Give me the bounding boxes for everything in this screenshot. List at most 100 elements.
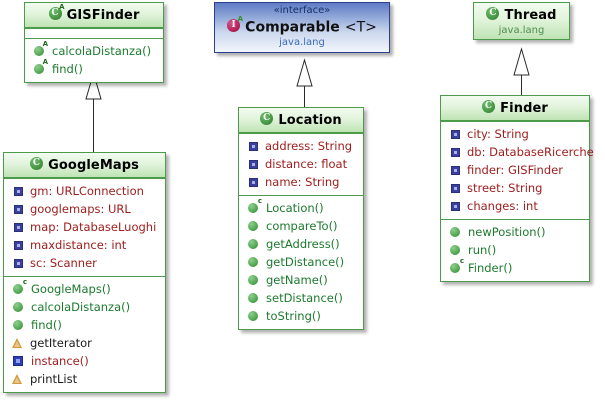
- generalization-arrow-icon: [296, 58, 313, 108]
- attributes-compartment-gisfinder: [25, 28, 163, 38]
- member-row[interactable]: db: DatabaseRicerche: [441, 143, 594, 161]
- class-icon: [482, 99, 496, 113]
- member-row[interactable]: find(): [4, 316, 165, 334]
- generalization-arrow-icon: [513, 47, 530, 97]
- class-name-location: Location: [278, 113, 342, 128]
- attributes-compartment-finder: city: String db: DatabaseRicerche finder…: [441, 121, 594, 219]
- method-icon: [248, 311, 258, 321]
- field-icon: [249, 159, 258, 169]
- attributes-compartment-googlemaps: gm: URLConnection googlemaps: URL map: D…: [4, 178, 165, 276]
- methods-compartment-gisfinder: A calcolaDistanza() A find(): [25, 38, 163, 82]
- class-name-thread: Thread: [504, 8, 557, 23]
- member-row[interactable]: gm: URLConnection: [4, 182, 165, 200]
- field-icon: [451, 147, 460, 157]
- interface-header-comparable: «interface» A Comparable <T> java.lang: [215, 3, 389, 52]
- methods-compartment-location: c Location() compareTo() getAddress() ge…: [239, 195, 363, 329]
- class-header-finder: Finder: [441, 96, 589, 121]
- field-icon: [14, 222, 23, 232]
- abstract-method-icon: A: [34, 59, 48, 74]
- method-icon: [450, 227, 460, 237]
- stereotype-label: «interface»: [273, 5, 331, 16]
- member-row[interactable]: googlemaps: URL: [4, 200, 165, 218]
- class-header-location: Location: [239, 108, 363, 133]
- field-icon: [249, 177, 258, 187]
- member-row[interactable]: finder: GISFinder: [441, 161, 589, 179]
- member-row[interactable]: getIterator: [4, 334, 165, 352]
- class-icon: [30, 156, 44, 170]
- member-row[interactable]: city: String: [441, 125, 589, 143]
- member-label: Finder(): [468, 260, 513, 275]
- methods-compartment-finder: newPosition() run() c Finder(): [441, 219, 589, 281]
- class-box-thread: Thread java.lang: [473, 2, 570, 40]
- member-row[interactable]: getDistance(): [239, 253, 363, 271]
- member-row[interactable]: maxdistance: int: [4, 236, 165, 254]
- member-label: getAddress(): [266, 236, 340, 251]
- package-label: java.lang: [498, 25, 545, 36]
- member-row[interactable]: street: String: [441, 179, 589, 197]
- field-icon: [14, 240, 23, 250]
- member-row[interactable]: c Location(): [239, 198, 363, 217]
- member-label: db: DatabaseRicerche: [467, 144, 594, 159]
- member-label: GoogleMaps(): [31, 281, 111, 296]
- member-row[interactable]: A find(): [25, 59, 163, 78]
- method-icon: [248, 257, 258, 267]
- member-row[interactable]: calcolaDistanza(): [4, 298, 165, 316]
- member-row[interactable]: c Finder(): [441, 258, 589, 277]
- member-label: instance(): [31, 353, 89, 368]
- member-row[interactable]: instance(): [4, 352, 165, 370]
- class-node-thread[interactable]: Thread java.lang: [473, 2, 570, 40]
- member-label: finder: GISFinder: [467, 162, 563, 177]
- member-label: getName(): [266, 272, 328, 287]
- class-node-finder[interactable]: Finder city: String db: DatabaseRicerche…: [440, 95, 594, 282]
- member-label: sc: Scanner: [30, 255, 97, 270]
- member-row[interactable]: newPosition(): [441, 223, 589, 241]
- member-row[interactable]: changes: int: [441, 197, 589, 215]
- method-icon: [248, 275, 258, 285]
- member-row[interactable]: toString(): [239, 307, 363, 325]
- interface-name-comparable: Comparable: [245, 19, 340, 36]
- member-row[interactable]: setDistance(): [239, 289, 363, 307]
- member-row[interactable]: c GoogleMaps(): [4, 279, 165, 298]
- member-row[interactable]: name: String: [239, 173, 363, 191]
- member-label: changes: int: [467, 198, 538, 213]
- class-box-location: Location address: String distance: float…: [238, 107, 364, 330]
- member-row[interactable]: run(): [441, 241, 589, 259]
- class-icon: [486, 6, 500, 20]
- class-name-finder: Finder: [500, 101, 548, 116]
- member-row[interactable]: map: DatabaseLuoghi: [4, 218, 165, 236]
- interface-node-comparable[interactable]: «interface» A Comparable <T> java.lang: [214, 2, 390, 53]
- member-row[interactable]: distance: float: [239, 155, 363, 173]
- member-row[interactable]: getName(): [239, 271, 363, 289]
- member-label: Location(): [266, 200, 324, 215]
- constructor-icon: c: [13, 279, 27, 294]
- member-row[interactable]: compareTo(): [239, 217, 363, 235]
- member-row[interactable]: A calcolaDistanza(): [25, 41, 163, 60]
- member-label: newPosition(): [468, 224, 546, 239]
- method-icon: [248, 221, 258, 231]
- class-box-gisfinder: A GISFinder A calcolaDistanza() A find(): [24, 2, 164, 83]
- class-node-location[interactable]: Location address: String distance: float…: [238, 107, 364, 330]
- member-label: setDistance(): [266, 290, 343, 305]
- member-label: gm: URLConnection: [30, 183, 144, 198]
- member-row[interactable]: address: String: [239, 137, 363, 155]
- field-icon: [451, 201, 460, 211]
- member-label: maxdistance: int: [30, 237, 127, 252]
- method-icon: [13, 302, 23, 312]
- generalization-arrow-icon: [85, 71, 102, 156]
- member-row[interactable]: getAddress(): [239, 235, 363, 253]
- member-row[interactable]: sc: Scanner: [4, 254, 165, 272]
- methods-compartment-googlemaps: c GoogleMaps() calcolaDistanza() find() …: [4, 276, 165, 392]
- class-box-googlemaps: GoogleMaps gm: URLConnection googlemaps:…: [3, 152, 166, 393]
- class-node-gisfinder[interactable]: A GISFinder A calcolaDistanza() A find(): [24, 2, 164, 83]
- constructor-icon: c: [248, 198, 262, 213]
- member-row[interactable]: printList: [4, 370, 165, 388]
- member-label: googlemaps: URL: [30, 201, 131, 216]
- method-icon: [248, 239, 258, 249]
- method-icon: [450, 245, 460, 255]
- constructor-icon: c: [450, 258, 464, 273]
- blue-square-icon: [13, 356, 23, 366]
- field-icon: [451, 165, 460, 175]
- class-node-googlemaps[interactable]: GoogleMaps gm: URLConnection googlemaps:…: [3, 152, 166, 393]
- field-icon: [14, 186, 23, 196]
- warning-icon: [12, 338, 23, 348]
